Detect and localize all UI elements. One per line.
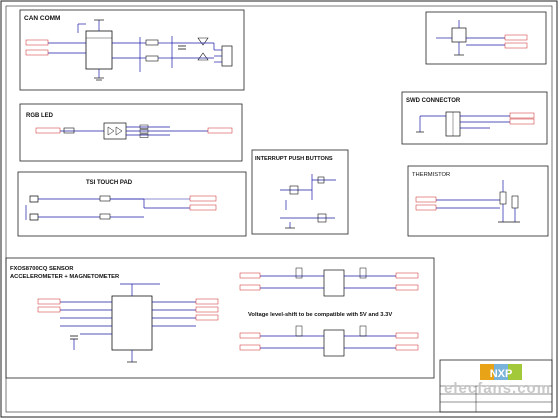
- block-thermistor: THERMISTOR: [407, 165, 549, 237]
- block-power-switch: [425, 11, 547, 65]
- block-title-thermistor: THERMISTOR: [412, 172, 450, 178]
- can-transceiver-ic: [85, 30, 113, 70]
- block-title-rgb: RGB LED: [26, 113, 54, 119]
- rgb-led-part: [103, 122, 127, 140]
- can-connector: [221, 45, 233, 67]
- block-can-comm: CAN COMM: [19, 9, 245, 91]
- title-block: NXP: [439, 359, 553, 413]
- block-rgb-led: RGB LED: [19, 103, 243, 162]
- level-shifter-2: [323, 329, 345, 357]
- block-tsi-touch-pad: TSI TOUCH PAD: [17, 171, 247, 237]
- level-shift-note: Voltage level-shift to be compatible wit…: [248, 312, 392, 318]
- watermark: elecfans.com: [444, 380, 552, 397]
- nxp-logo: NXP: [480, 364, 522, 380]
- block-title-swd: SWD CONNECTOR: [406, 98, 461, 104]
- nxp-logo-text: NXP: [490, 368, 513, 380]
- block-title-fxos-1: FXOS8700CQ SENSOR: [10, 266, 74, 272]
- block-title-tsi: TSI TOUCH PAD: [86, 180, 133, 186]
- block-fxos-sensor: FXOS8700CQ SENSOR ACCELEROMETER + MAGNET…: [5, 257, 435, 379]
- block-title-interrupt: INTERRUPT PUSH BUTTONS: [255, 156, 333, 162]
- block-title-can: CAN COMM: [24, 15, 60, 22]
- block-interrupt-buttons: INTERRUPT PUSH BUTTONS: [251, 149, 349, 235]
- block-title-fxos-2: ACCELEROMETER + MAGNETOMETER: [10, 274, 120, 280]
- block-swd-connector: SWD CONNECTOR: [401, 91, 548, 145]
- sheet-inner-frame: [5, 5, 553, 413]
- fxos8700cq-ic: [111, 295, 153, 351]
- level-shifter-1: [323, 269, 345, 297]
